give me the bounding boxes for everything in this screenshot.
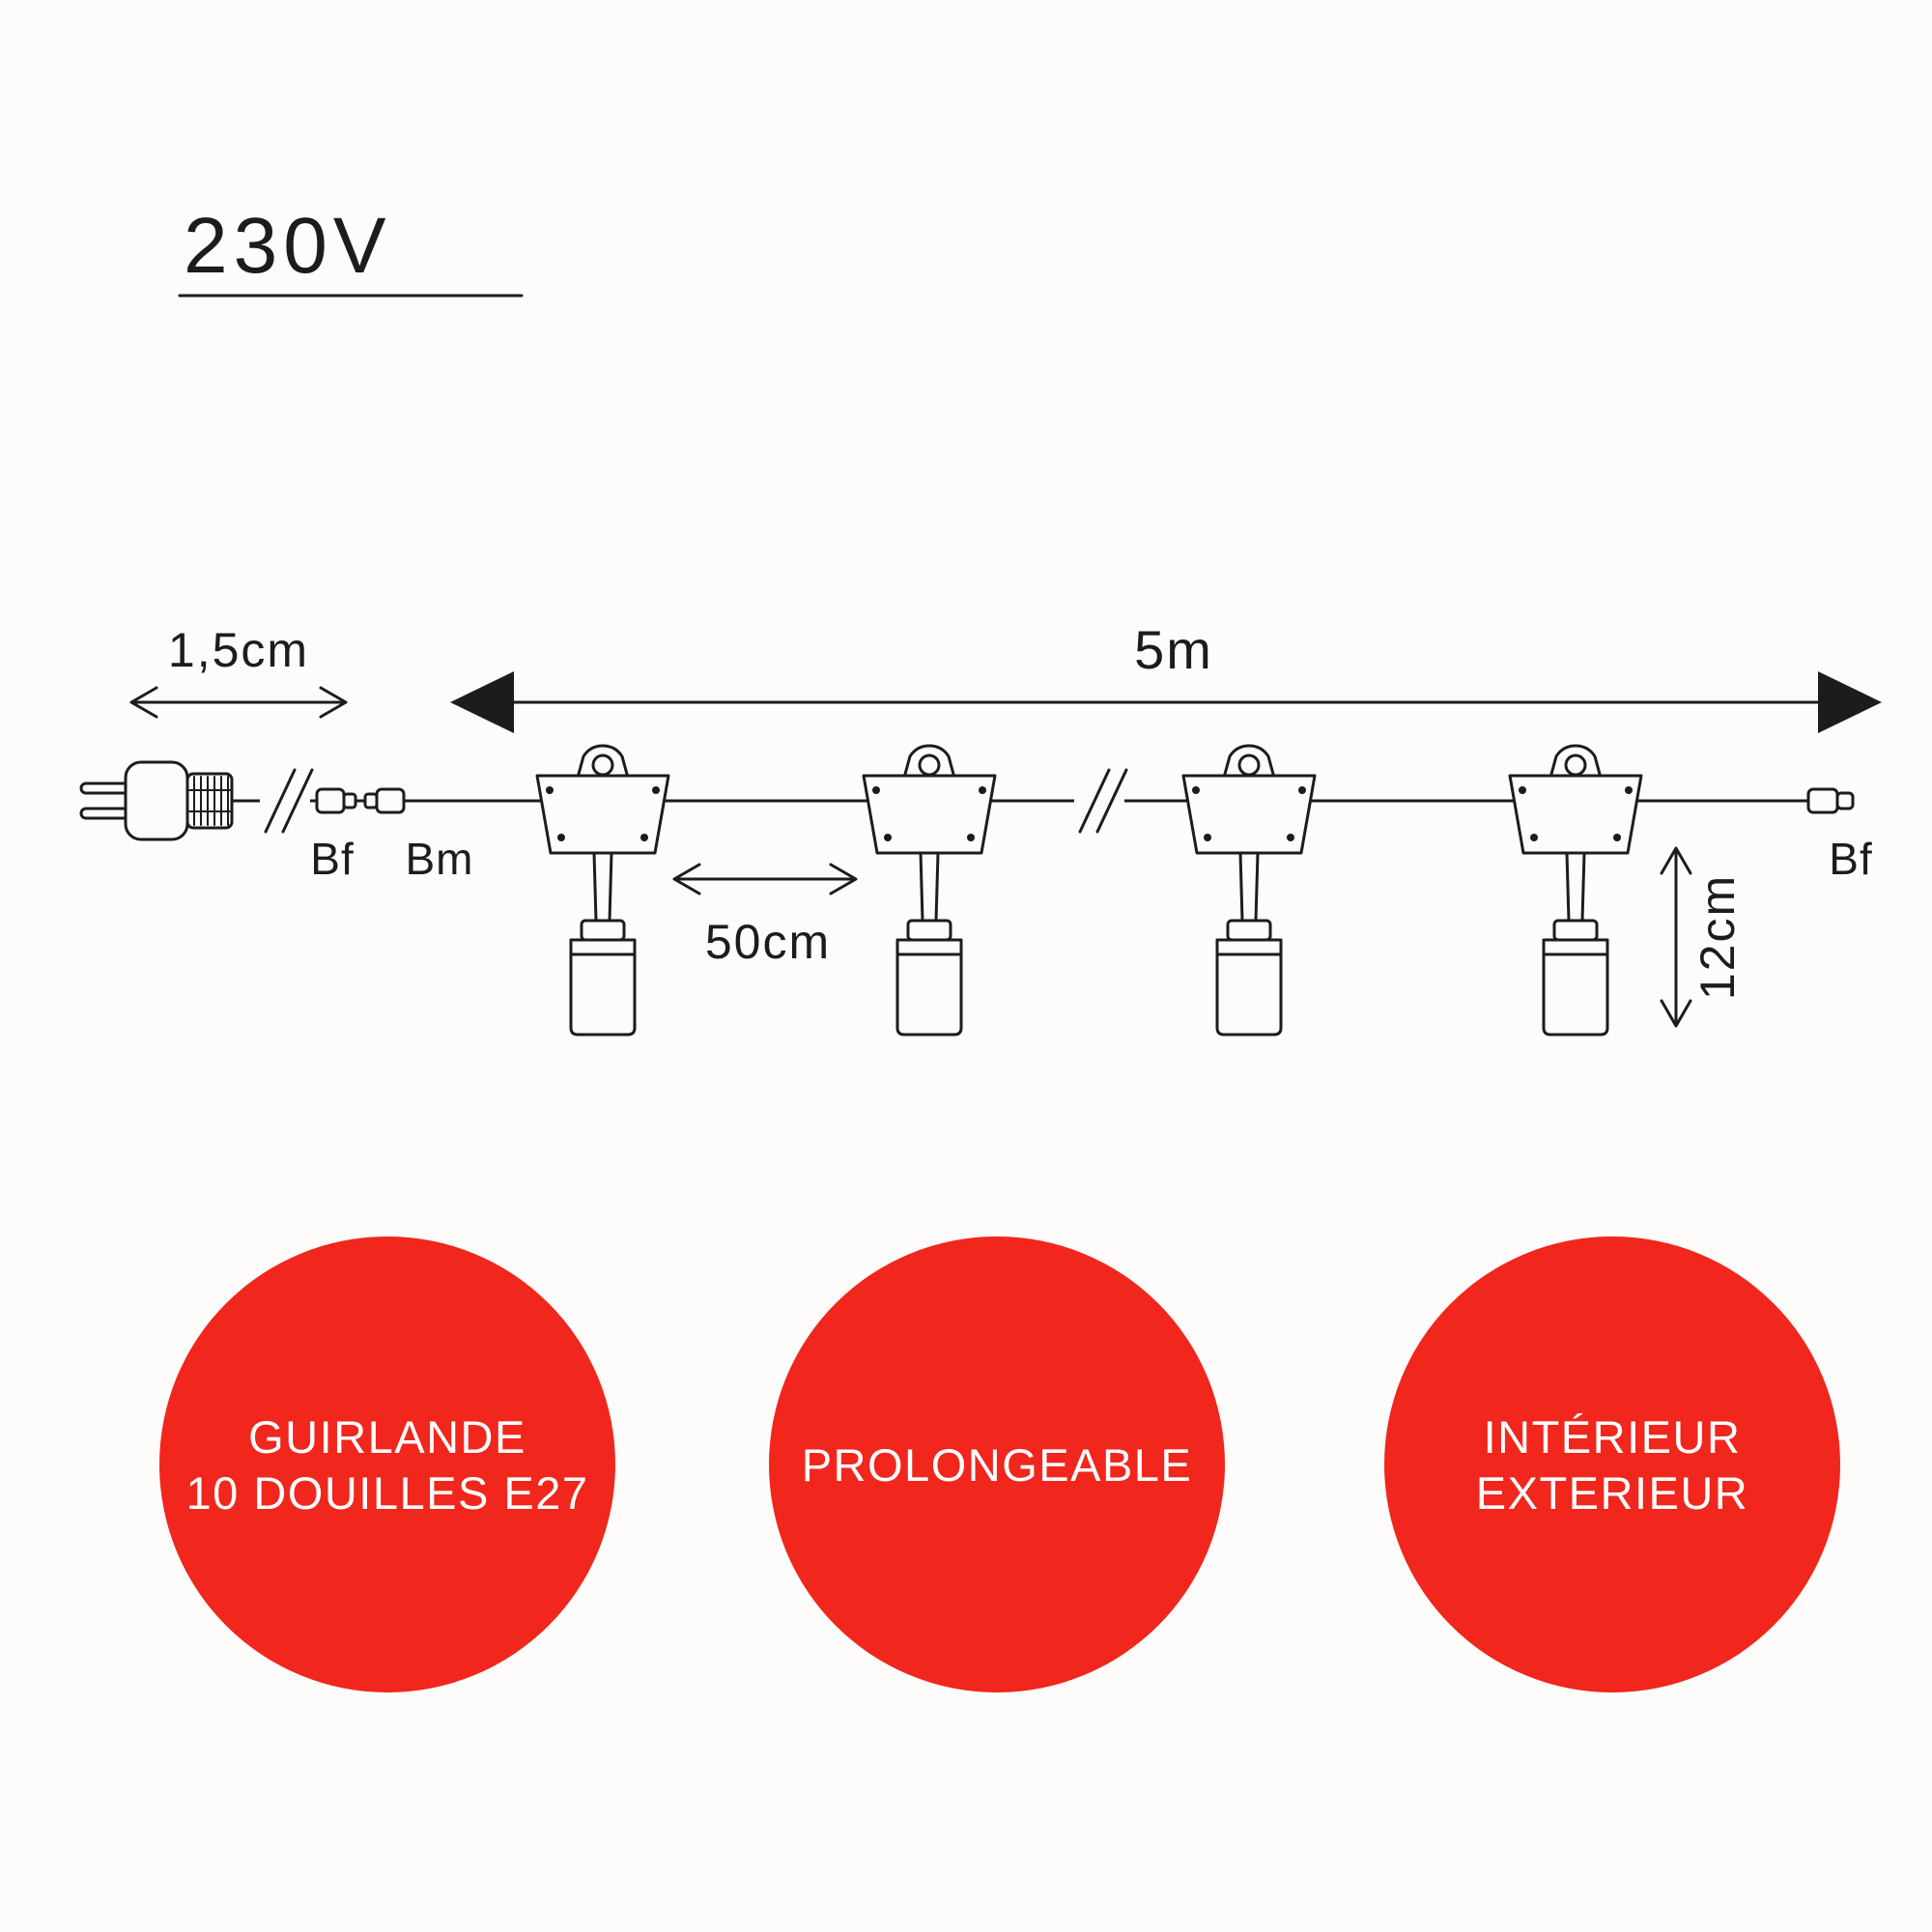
socket-spacing-arrow bbox=[672, 863, 858, 895]
dimension-socket-drop: 12cm bbox=[1660, 846, 1745, 1028]
badge-prolongeable-circle bbox=[769, 1236, 1225, 1692]
plug-prong-bottom bbox=[79, 807, 131, 820]
coupler-female-tip bbox=[342, 792, 357, 810]
end-coupler-tip bbox=[1835, 791, 1855, 810]
socket-spacing-dimension-label: 50cm bbox=[705, 915, 831, 969]
plug-lead-dimension-arrow bbox=[129, 686, 348, 719]
socket-drop-arrow bbox=[1660, 846, 1692, 1028]
dimension-socket-spacing: 50cm bbox=[672, 863, 858, 969]
socket-unit-3 bbox=[1181, 744, 1317, 1037]
power-plug bbox=[79, 760, 234, 841]
plug-body bbox=[124, 760, 189, 841]
badge-guirlande-line1: GUIRLANDE bbox=[248, 1411, 526, 1463]
total-length-arrowhead-right bbox=[1818, 671, 1882, 733]
label-bm: Bm bbox=[406, 834, 474, 884]
label-bf-left: Bf bbox=[310, 834, 354, 884]
socket-unit-2 bbox=[862, 744, 997, 1037]
badge-interieur-line2: EXTERIEUR bbox=[1476, 1467, 1749, 1519]
end-coupler-body bbox=[1806, 787, 1839, 814]
total-length-dimension-label: 5m bbox=[1134, 619, 1213, 680]
badge-guirlande-circle bbox=[159, 1236, 615, 1692]
badge-guirlande: GUIRLANDE 10 DOUILLES E27 bbox=[159, 1236, 615, 1692]
coupler-male-tip bbox=[363, 792, 379, 810]
voltage-title: 230V bbox=[184, 202, 392, 290]
cable-break-left bbox=[258, 768, 314, 834]
plug-prong-top bbox=[79, 781, 131, 795]
socket-drop-dimension-label: 12cm bbox=[1690, 874, 1745, 1000]
badge-interieur-line1: INTÉRIEUR bbox=[1484, 1411, 1742, 1463]
socket-unit-1 bbox=[535, 744, 670, 1037]
cable-break-right bbox=[1072, 768, 1128, 834]
badge-guirlande-line2: 10 DOUILLES E27 bbox=[186, 1467, 589, 1519]
extension-coupler-left bbox=[315, 787, 406, 814]
coupler-male-body bbox=[375, 787, 406, 814]
label-bf-right: Bf bbox=[1829, 834, 1872, 884]
coupler-female-body bbox=[315, 787, 346, 814]
badge-interieur-circle bbox=[1384, 1236, 1840, 1692]
badge-prolongeable: PROLONGEABLE bbox=[769, 1236, 1225, 1692]
badge-interieur-exterieur: INTÉRIEUR EXTERIEUR bbox=[1384, 1236, 1840, 1692]
extension-coupler-right bbox=[1806, 787, 1855, 814]
total-length-arrowhead-left bbox=[450, 671, 514, 733]
plug-lead-dimension-label: 1,5cm bbox=[168, 623, 309, 677]
dimension-plug-lead: 1,5cm bbox=[129, 623, 348, 719]
socket-unit-4 bbox=[1508, 744, 1643, 1037]
badge-prolongeable-line1: PROLONGEABLE bbox=[802, 1439, 1193, 1491]
plug-grip-hatch bbox=[188, 776, 231, 826]
dimension-total-length: 5m bbox=[450, 619, 1882, 733]
